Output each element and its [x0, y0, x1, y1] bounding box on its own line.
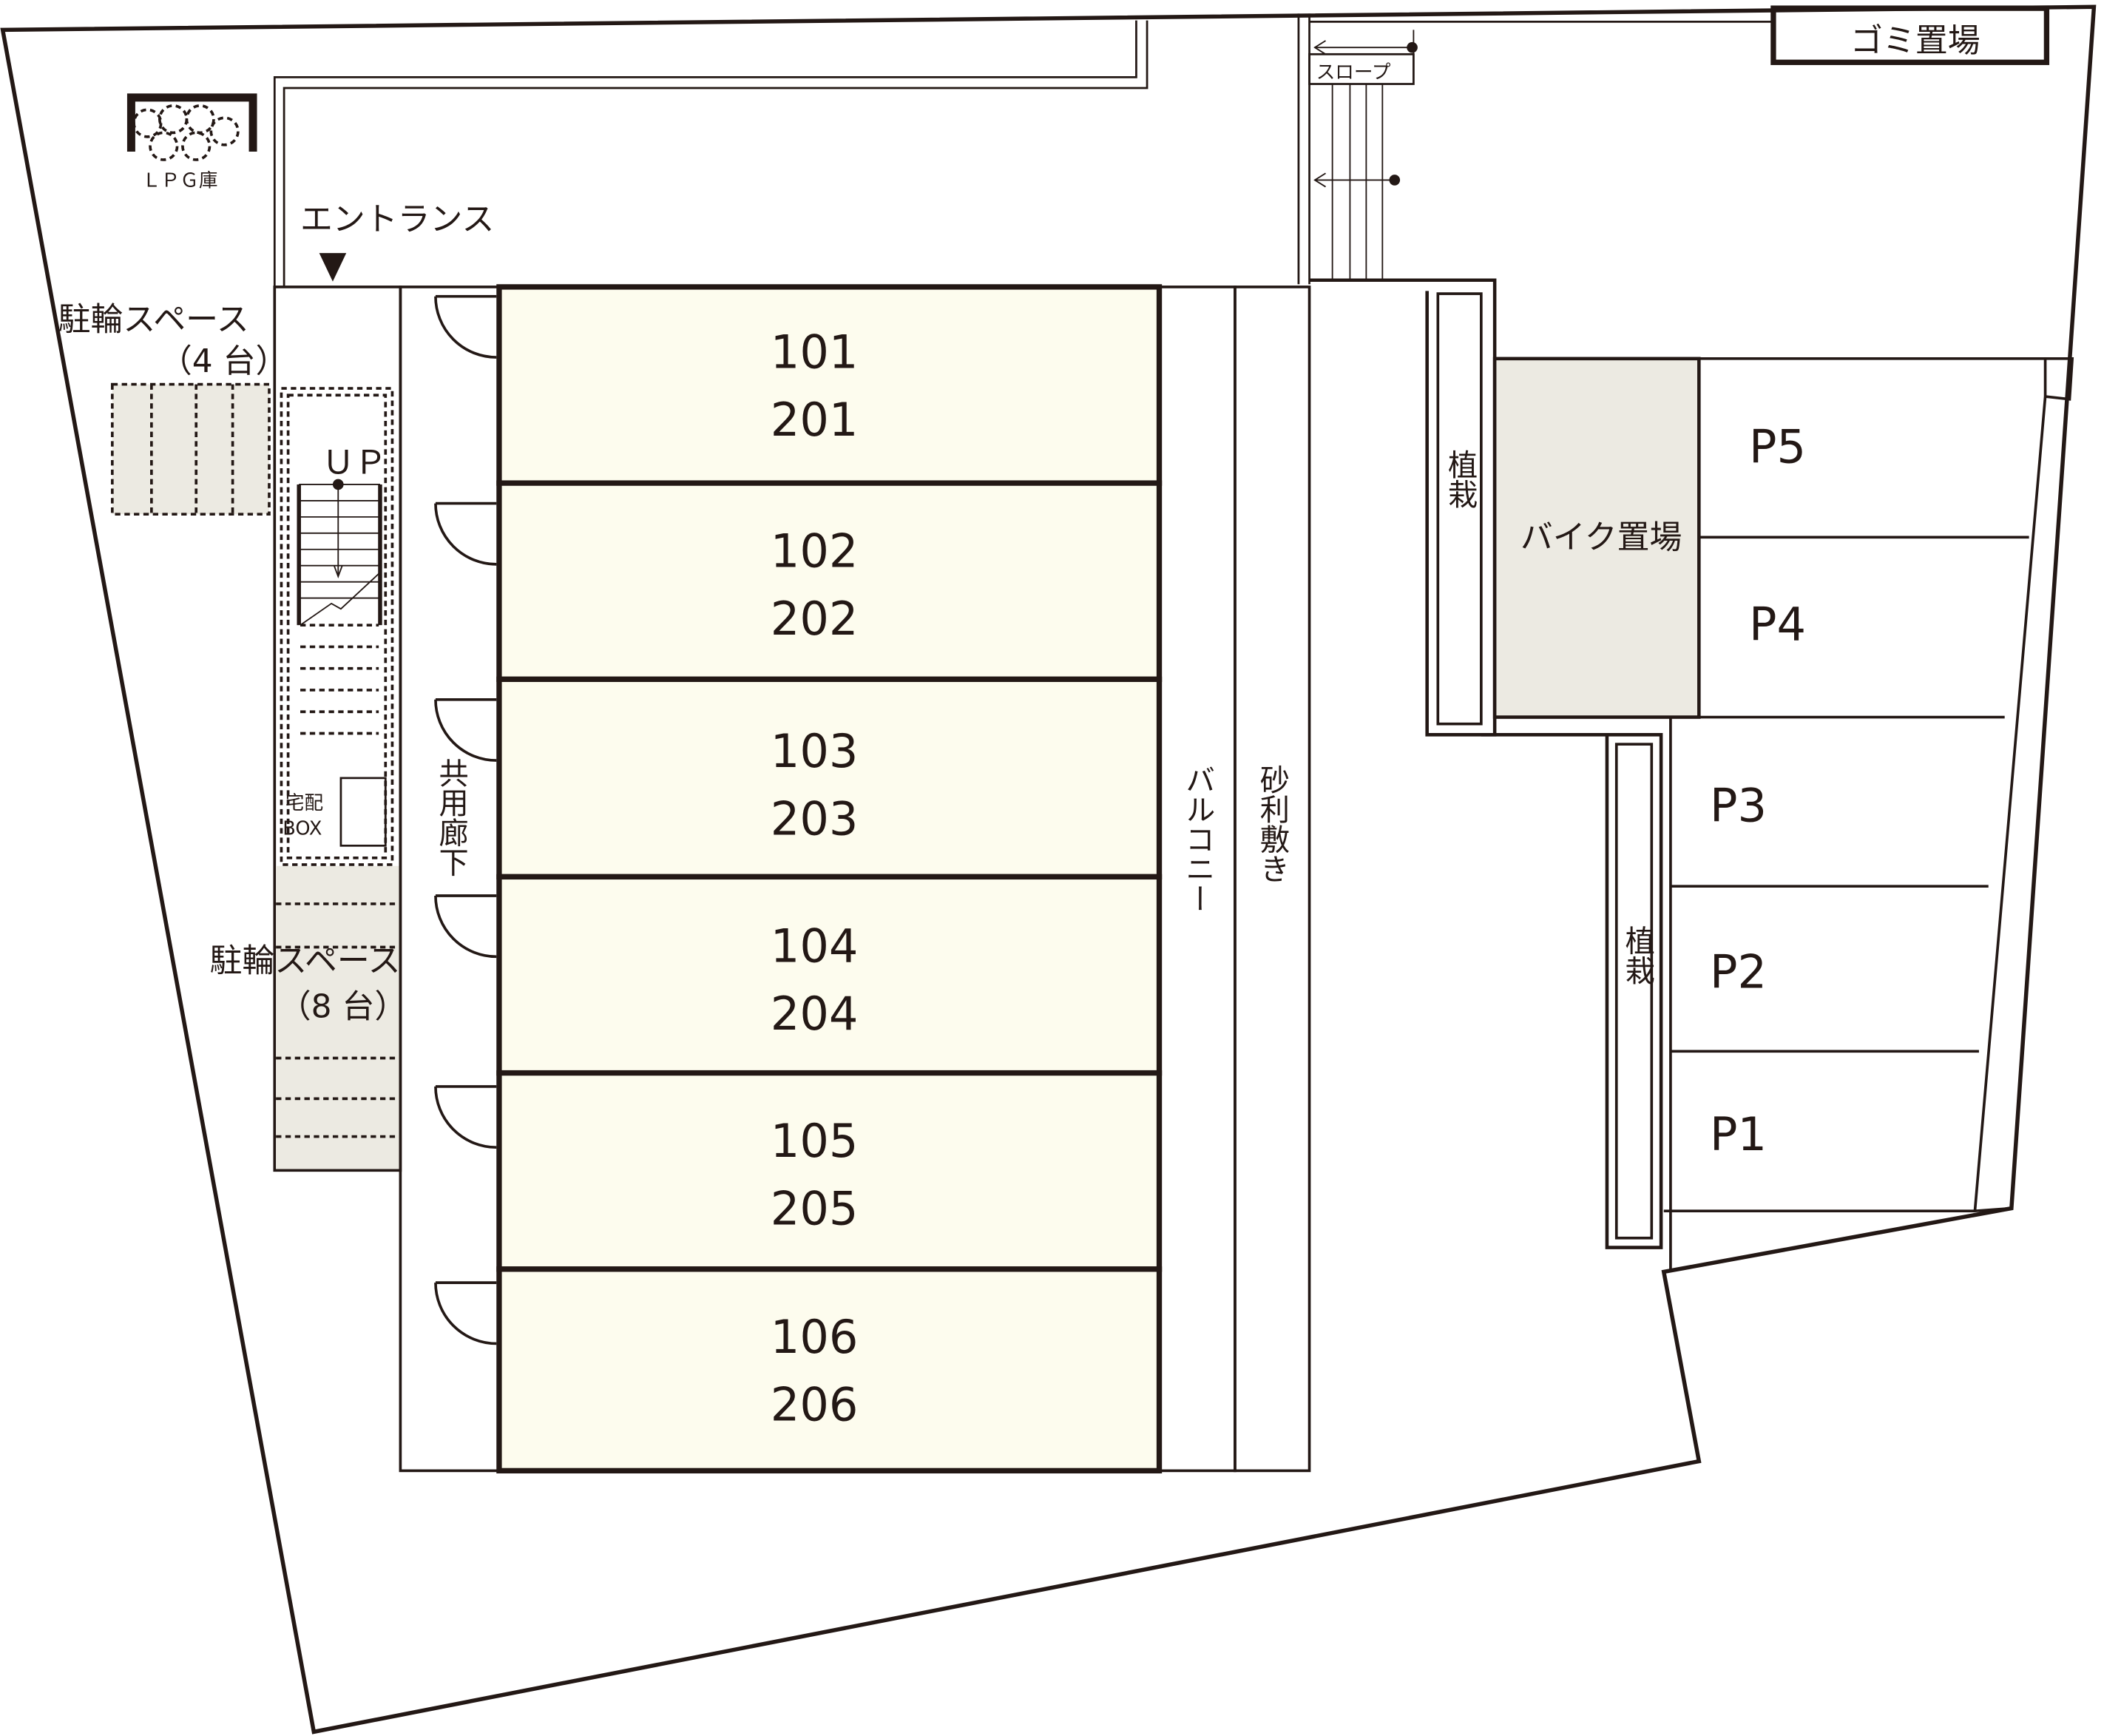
garbage-label: ゴミ置場	[1850, 22, 1980, 60]
unit-101-201: 101 201	[496, 284, 1163, 486]
unit-number: 106	[771, 1310, 859, 1364]
unit-number: 103	[771, 724, 859, 778]
delivery-box-label: 宅配	[285, 792, 323, 814]
site-boundary	[0, 4, 2097, 1735]
parking-p3: P3	[1710, 778, 1767, 832]
bike-space-4-label: 駐輪スペース	[58, 300, 249, 338]
unit-103-203: 103 203	[496, 676, 1163, 880]
unit-number: 203	[771, 792, 859, 846]
unit-number: 205	[771, 1181, 859, 1235]
slope-label: スロープ	[1316, 61, 1391, 84]
bike-parking: バイク置場	[1492, 357, 1701, 719]
unit-102-202: 102 202	[496, 480, 1163, 683]
planting-label: 植栽	[1620, 925, 1654, 984]
corridor-label: 共用廊下	[433, 757, 467, 877]
unit-number: 206	[771, 1378, 859, 1432]
bike-space-4-count: （4 台）	[160, 342, 288, 380]
parking-p4: P4	[1749, 597, 1806, 651]
unit-number: 102	[771, 524, 859, 578]
unit-number: 201	[771, 393, 859, 447]
entrance-label: エントランス	[300, 200, 494, 238]
bike-space-8-label: 駐輪スペース	[210, 942, 401, 979]
unit-number: 105	[771, 1114, 859, 1168]
slope-point	[1389, 175, 1401, 186]
gravel-area: 砂利敷き	[1234, 286, 1311, 1473]
parking-p5: P5	[1749, 420, 1806, 474]
planting-2: 植栽	[1481, 733, 1663, 1249]
entrance-arrow-icon	[319, 253, 347, 282]
parking-p1: P1	[1710, 1107, 1767, 1161]
unit-number: 202	[771, 592, 859, 646]
balcony-label: バルコニー	[1180, 765, 1214, 913]
delivery-box-label: BOX	[283, 818, 322, 840]
planting-label: 植栽	[1443, 449, 1478, 508]
slope-point	[1407, 41, 1418, 53]
door-icons	[434, 294, 497, 1345]
bike-parking-label: バイク置場	[1520, 519, 1682, 556]
planting-1: 植栽	[1309, 278, 1497, 737]
unit-number: 104	[771, 919, 859, 973]
common-corridor: 共用廊下	[399, 286, 501, 1473]
slope: スロープ	[1308, 30, 1418, 280]
balcony: バルコニー	[1157, 286, 1237, 1473]
parking-lots	[1495, 357, 2074, 1272]
stair-hall: ＵＰ 宅配 BOX 駐輪スペース （8 台）	[210, 286, 407, 1172]
unit-106-206: 106 206	[496, 1266, 1163, 1474]
unit-105-205: 105 205	[496, 1070, 1163, 1272]
lpg-label: ＬＰＧ庫	[142, 170, 217, 192]
unit-number: 204	[771, 987, 859, 1041]
units: 101 201 102 202 103 203 104 204 105 205 …	[496, 284, 1163, 1474]
up-label: ＵＰ	[322, 444, 387, 482]
garbage-area: ゴミ置場	[1770, 5, 2050, 65]
approach-path	[273, 13, 1773, 287]
unit-number: 101	[771, 325, 859, 379]
parking-p2: P2	[1710, 945, 1767, 999]
stair-start-point	[332, 479, 344, 490]
gravel-label: 砂利敷き	[1254, 765, 1288, 884]
unit-104-204: 104 204	[496, 874, 1163, 1076]
bike-space-8-count: （8 台）	[279, 988, 407, 1026]
lpg-storage: ＬＰＧ庫	[126, 93, 257, 192]
delivery-box	[339, 777, 387, 847]
bike-space-4: 駐輪スペース （4 台）	[58, 300, 288, 516]
